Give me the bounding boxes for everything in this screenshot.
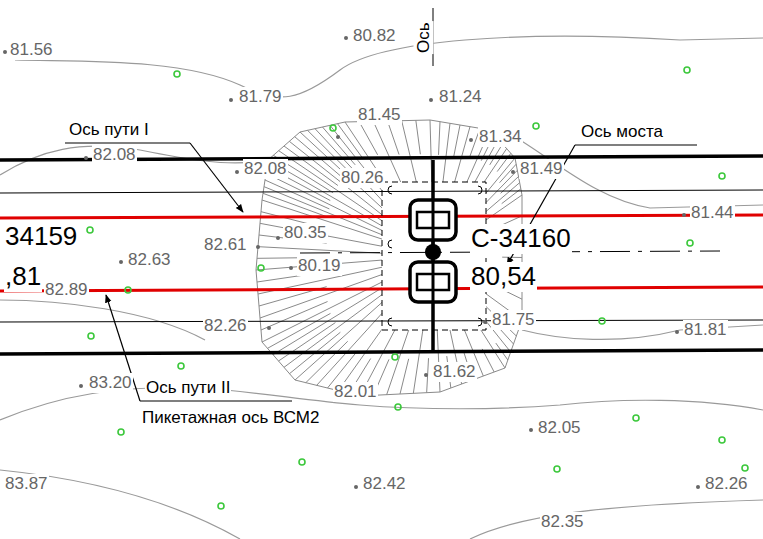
elevation-mark: 81.79 xyxy=(238,87,283,107)
hachure xyxy=(317,313,382,385)
hachure xyxy=(306,341,348,382)
elevation-mark: 80.26 xyxy=(340,168,385,188)
survey-marks xyxy=(87,67,748,509)
hachure xyxy=(260,275,382,318)
hachure xyxy=(260,223,382,246)
elevation-mark: 80.82 xyxy=(352,26,397,46)
elevation-mark: 81.45 xyxy=(357,105,402,125)
track-lines xyxy=(0,156,763,354)
track-axis-label: Ось пути II xyxy=(145,378,231,398)
elevation-mark: 81.75 xyxy=(491,310,536,330)
hachure xyxy=(359,122,377,155)
axis-label: Ось xyxy=(414,21,434,54)
elevation-mark: 83.87 xyxy=(4,474,49,494)
hachure xyxy=(416,120,421,154)
hachure xyxy=(388,121,400,155)
hachure xyxy=(402,121,417,182)
station-number: С-34160 xyxy=(470,224,572,254)
embankment-cone xyxy=(256,120,522,396)
hachure xyxy=(481,330,505,368)
elevation-mark: 82.63 xyxy=(127,250,172,270)
contour-lines xyxy=(0,36,763,539)
station-number: ,81 xyxy=(4,262,42,292)
elevation-mark: 81.62 xyxy=(432,362,477,382)
hachure xyxy=(454,125,460,156)
hachure xyxy=(486,183,520,212)
bridge-pier xyxy=(382,8,486,352)
hachure xyxy=(279,323,336,361)
pier-elevation: 80,54 xyxy=(470,262,537,292)
bridge-axis-label: Ось моста xyxy=(580,122,664,142)
elevation-mark: 83.20 xyxy=(88,373,133,393)
elevation-mark: 82.08 xyxy=(92,145,137,165)
elevation-mark: 81.81 xyxy=(683,320,728,340)
hachure xyxy=(490,144,503,165)
elevation-mark: 81.49 xyxy=(519,159,564,179)
elevation-mark: 80.19 xyxy=(297,256,342,276)
track-axis-label: Ось пути I xyxy=(68,120,150,140)
leader-lines xyxy=(65,143,697,401)
hachure xyxy=(413,330,423,393)
elevation-points xyxy=(3,36,700,489)
station-number: 34159 xyxy=(4,222,78,252)
elevation-mark: 82.26 xyxy=(704,474,749,494)
chainage-axis-label: Пикетажная ось ВСМ2 xyxy=(141,408,320,428)
elevation-mark: 80.35 xyxy=(283,223,328,243)
hachure xyxy=(400,359,409,394)
elevation-mark: 82.61 xyxy=(203,235,248,255)
elevation-mark: 82.42 xyxy=(362,474,407,494)
elevation-mark: 82.08 xyxy=(243,159,288,179)
elevation-mark: 82.26 xyxy=(203,316,248,336)
hachure xyxy=(439,122,440,155)
hachure xyxy=(498,327,513,344)
elevation-mark: 81.24 xyxy=(438,87,483,107)
elevation-mark: 81.44 xyxy=(690,203,735,223)
elevation-mark: 82.89 xyxy=(44,280,89,300)
elevation-mark: 82.05 xyxy=(537,418,582,438)
hachure xyxy=(437,330,440,392)
hachure xyxy=(484,149,507,182)
elevation-mark: 82.35 xyxy=(540,512,585,532)
hachure xyxy=(443,123,450,182)
hachure xyxy=(268,313,331,348)
elevation-mark: 81.56 xyxy=(9,40,54,60)
hachure xyxy=(455,127,470,182)
elevation-mark: 81.34 xyxy=(478,127,523,147)
elevation-mark: 82.01 xyxy=(333,382,378,402)
hachure xyxy=(263,193,328,217)
